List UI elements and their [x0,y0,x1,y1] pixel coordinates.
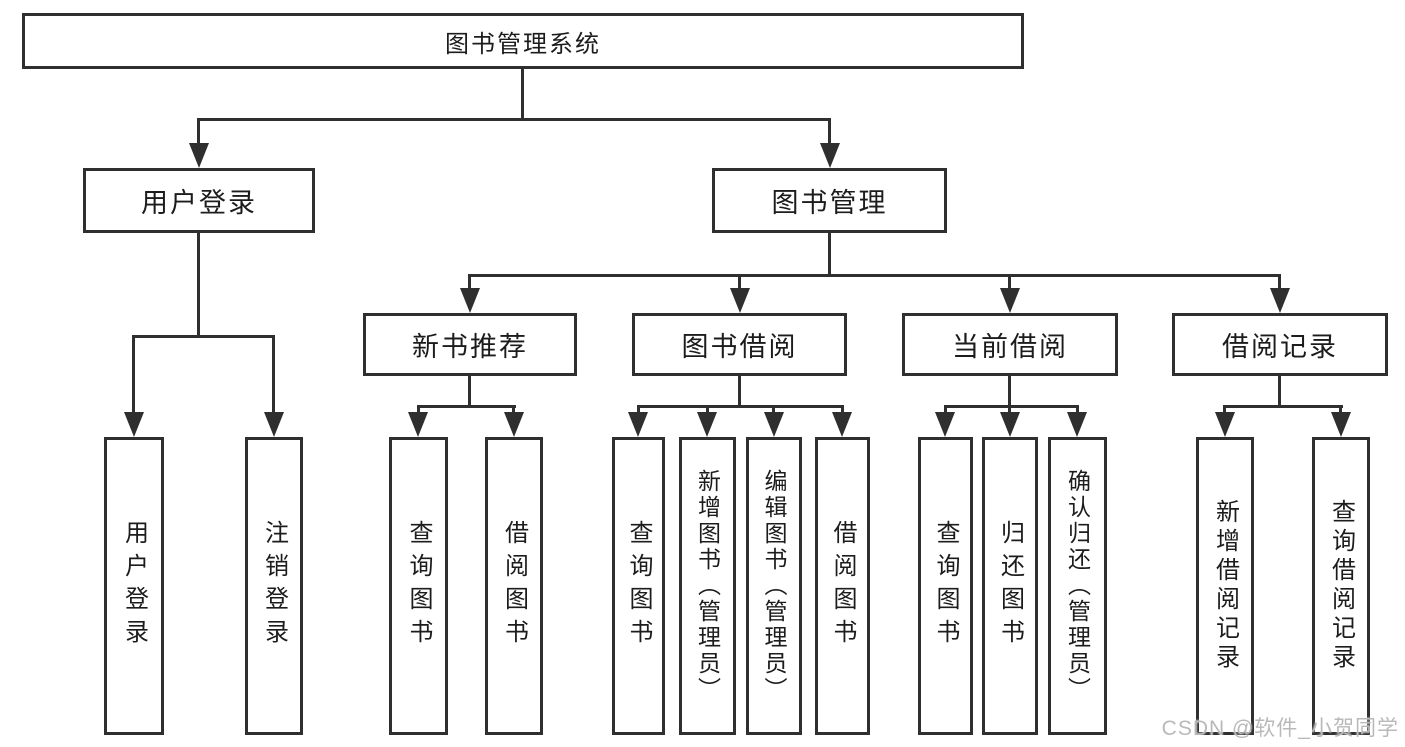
leaf-borrow-books-borrowing: 借阅图书 [815,437,870,735]
connector [1008,376,1011,408]
connector [1076,405,1079,416]
connector [1008,274,1011,292]
arrow-down-icon [935,412,955,437]
connector [1339,405,1342,416]
arrow-down-icon [189,143,209,168]
arrow-down-icon [820,143,840,168]
connector [521,69,524,118]
leaf-confirm-return-admin: 确认归还（管理员） [1048,437,1107,735]
arrow-down-icon [1000,412,1020,437]
leaf-add-book-admin: 新增图书（管理员） [679,437,736,735]
leaf-query-borrow-record: 查询借阅记录 [1312,437,1370,735]
connector [706,405,709,416]
connector [738,376,741,408]
leaf-add-borrow-record: 新增借阅记录 [1196,437,1254,735]
connector [637,405,640,416]
leaf-return-book: 归还图书 [982,437,1038,735]
connector [468,274,471,292]
node-current-borrowing: 当前借阅 [902,313,1118,376]
connector [772,405,775,416]
arrow-down-icon [628,412,648,437]
arrow-down-icon [1270,288,1290,313]
arrow-down-icon [1215,412,1235,437]
connector [132,335,275,338]
connector [1008,405,1011,416]
node-borrowing-records: 借阅记录 [1172,313,1388,376]
leaf-logout: 注销登录 [245,437,303,735]
connector [828,118,831,146]
connector [1223,405,1226,416]
connector [197,232,200,338]
connector [1278,376,1281,408]
connector [468,274,1281,277]
arrow-down-icon [764,412,784,437]
arrow-down-icon [697,412,717,437]
arrow-down-icon [504,412,524,437]
connector [944,405,947,416]
connector [1223,405,1343,408]
leaf-edit-book-admin: 编辑图书（管理员） [746,437,802,735]
connector [637,405,844,408]
leaf-query-books-recommend: 查询图书 [389,437,448,735]
arrow-down-icon [124,412,144,437]
connector [944,405,1079,408]
arrow-down-icon [1000,288,1020,313]
arrow-down-icon [832,412,852,437]
connector [197,118,200,146]
connector [197,118,831,121]
connector [1278,274,1281,292]
arrow-down-icon [460,288,480,313]
node-book-borrowing: 图书借阅 [632,313,847,376]
connector [417,405,516,408]
node-user-login: 用户登录 [83,168,315,233]
leaf-user-login: 用户登录 [104,437,164,735]
arrow-down-icon [730,288,750,313]
leaf-query-books-borrowing: 查询图书 [612,437,665,735]
csdn-watermark: CSDN @软件_小贺同学 [1161,717,1399,740]
node-new-book-recommendation: 新书推荐 [363,313,577,376]
connector [512,405,515,416]
node-book-management: 图书管理 [712,168,947,233]
connector [272,335,275,415]
connector [841,405,844,416]
leaf-query-books-current: 查询图书 [918,437,973,735]
arrow-down-icon [408,412,428,437]
node-library-management-system: 图书管理系统 [22,13,1024,69]
arrow-down-icon [1331,412,1351,437]
arrow-down-icon [1067,412,1087,437]
arrow-down-icon [264,412,284,437]
connector [132,335,135,415]
connector [468,376,471,408]
connector [828,233,831,277]
connector [738,274,741,292]
connector [417,405,420,416]
leaf-borrow-books-recommend: 借阅图书 [485,437,543,735]
